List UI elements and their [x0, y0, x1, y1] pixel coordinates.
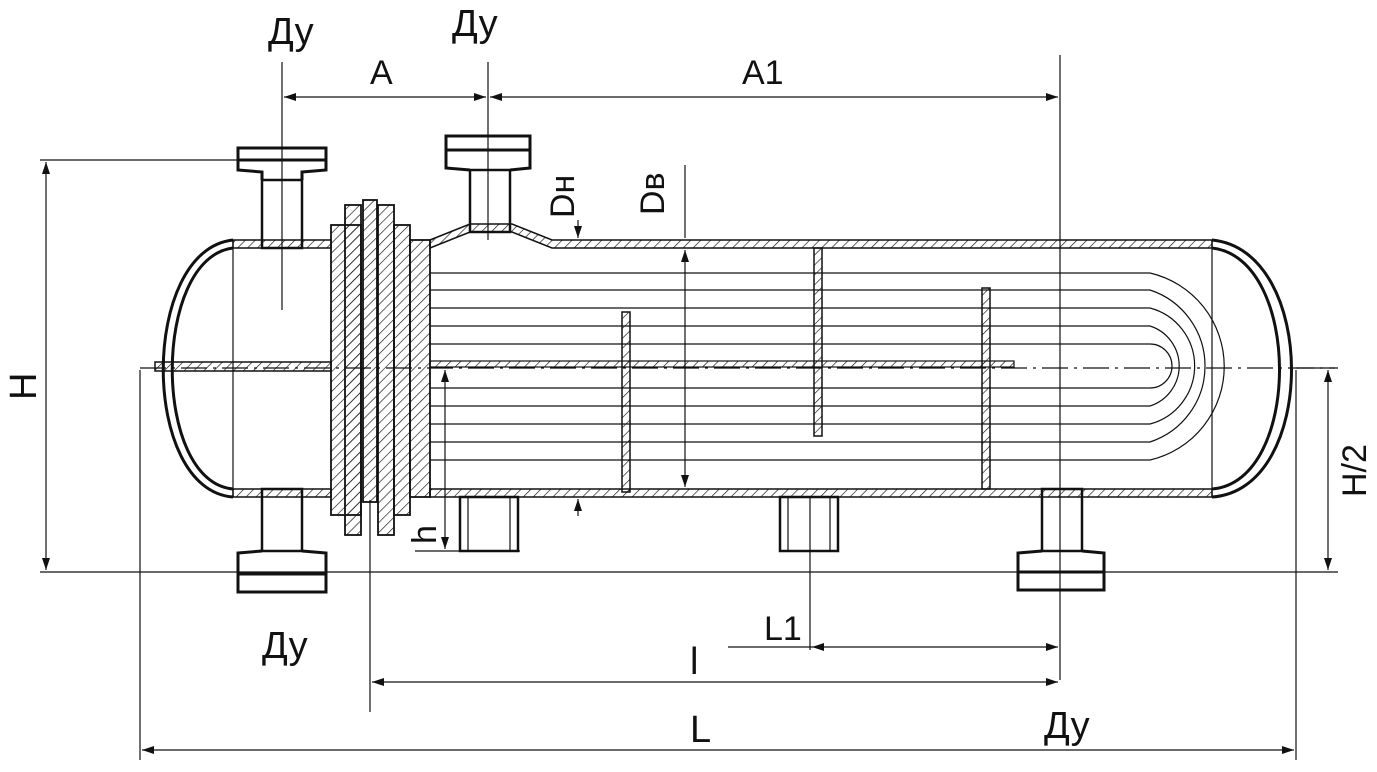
dimension-lines [42, 93, 1332, 754]
label-dim-l1: L1 [764, 610, 802, 648]
label-dim-h: H [3, 373, 45, 400]
support-right [778, 495, 840, 553]
label-du-top-left: Ду [268, 11, 314, 53]
label-dim-dv: Dв [634, 172, 672, 215]
nozzle-bottom-left [236, 487, 328, 594]
label-dim-dn: Dн [544, 175, 582, 218]
label-du-bottom-right: Ду [1044, 705, 1090, 747]
label-dim-a1: A1 [742, 54, 784, 92]
nozzle-bottom-right [1016, 487, 1106, 592]
label-dim-h-half: H/2 [1336, 444, 1374, 497]
label-dim-a: A [370, 54, 393, 92]
label-dim-h-small: h [406, 525, 444, 544]
label-dim-l-small: l [690, 641, 698, 683]
support-left [458, 495, 520, 553]
tube-bundle [429, 247, 1225, 493]
center-lines [40, 55, 1338, 760]
label-du-bottom-left: Ду [262, 625, 308, 667]
label-du-top-center: Ду [452, 3, 498, 45]
label-dim-l-total: L [690, 709, 711, 751]
